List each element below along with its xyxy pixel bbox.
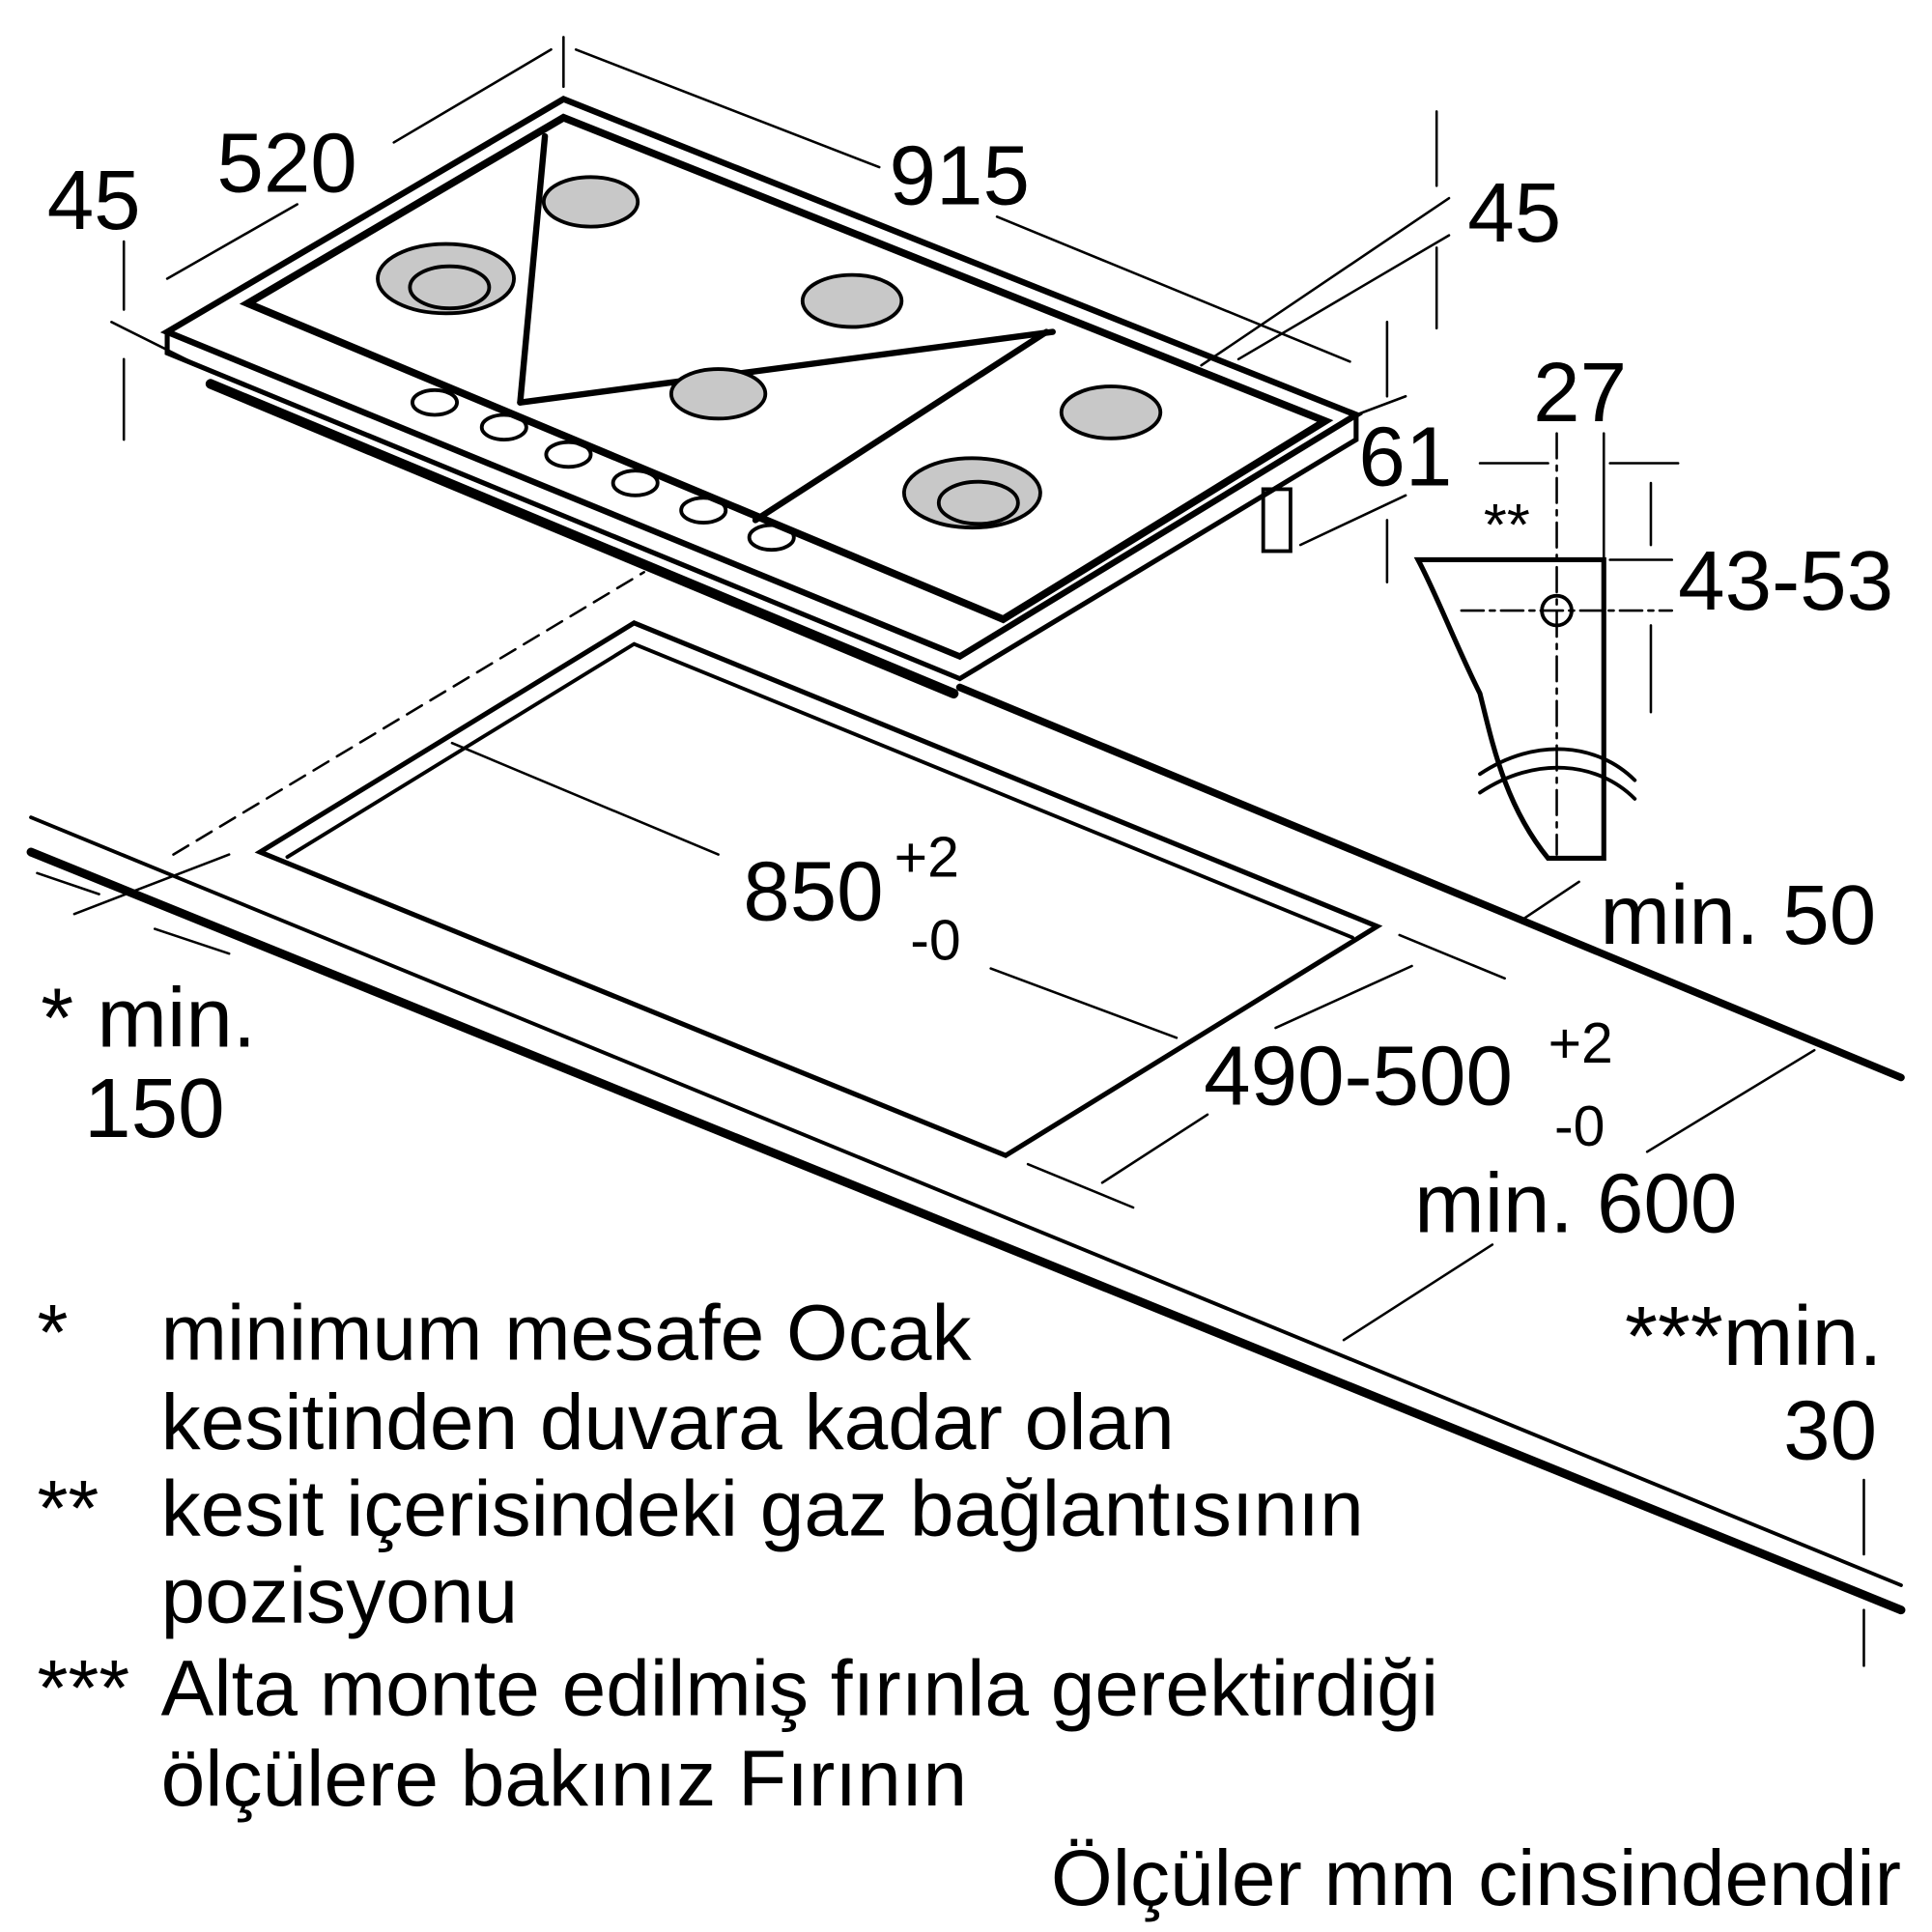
label-850-minus: -0 bbox=[910, 910, 960, 973]
cutout bbox=[254, 620, 1383, 1159]
label-min-150-b: 150 bbox=[84, 1062, 224, 1155]
footnotes: * minimum mesafe Ocak kesitinden duvara … bbox=[37, 1290, 1900, 1922]
label-61: 61 bbox=[1358, 411, 1452, 504]
label-min-50: min. 50 bbox=[1600, 868, 1876, 962]
note-text: Alta monte edilmiş fırınla gerektirdiği bbox=[161, 1645, 1438, 1733]
label-850: 850 bbox=[743, 845, 883, 939]
label-27: 27 bbox=[1533, 346, 1627, 440]
note-marker: ** bbox=[37, 1465, 99, 1553]
label-43-53: 43-53 bbox=[1678, 534, 1893, 628]
label-45-left: 45 bbox=[47, 154, 141, 247]
dimension-labels: 520 915 45 45 61 27 ** 43-53 850 +2 -0 4… bbox=[41, 117, 1893, 1478]
note-text: kesitinden duvara kadar olan bbox=[161, 1378, 1175, 1466]
gas-connection-detail bbox=[1413, 432, 1680, 862]
note-text: minimum mesafe Ocak bbox=[161, 1290, 973, 1378]
label-min-30-b: 30 bbox=[1783, 1383, 1877, 1477]
countertop bbox=[26, 571, 1906, 1615]
dimension-lines bbox=[36, 36, 1865, 1667]
label-45-right: 45 bbox=[1467, 166, 1561, 260]
note-text: pozisyonu bbox=[161, 1551, 518, 1639]
note-text: ölçülere bakınız Fırının bbox=[161, 1735, 968, 1823]
note-marker: *** bbox=[37, 1645, 129, 1733]
knobs bbox=[411, 387, 796, 553]
label-min-30-a: ***min. bbox=[1625, 1290, 1882, 1383]
burners bbox=[376, 175, 1163, 530]
note-marker: * bbox=[37, 1290, 68, 1378]
label-min-600: min. 600 bbox=[1414, 1157, 1737, 1251]
label-min-150-a: * min. bbox=[41, 971, 256, 1065]
label-490-minus: -0 bbox=[1554, 1095, 1605, 1158]
note-text: kesit içerisindeki gaz bağlantısının bbox=[161, 1465, 1364, 1553]
label-490-500: 490-500 bbox=[1204, 1030, 1513, 1123]
label-915: 915 bbox=[890, 129, 1030, 223]
units-note: Ölçüler mm cinsindendir bbox=[1051, 1834, 1901, 1922]
label-850-plus: +2 bbox=[895, 827, 959, 890]
label-490-plus: +2 bbox=[1548, 1012, 1613, 1075]
label-520: 520 bbox=[216, 117, 356, 211]
label-gas-marker: ** bbox=[1484, 492, 1530, 558]
